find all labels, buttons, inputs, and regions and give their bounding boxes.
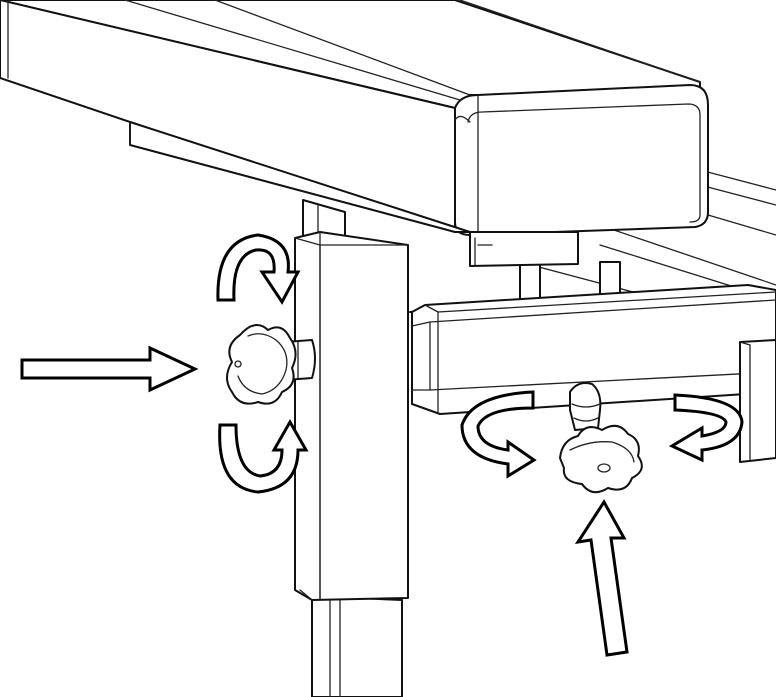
right-bracket	[739, 339, 776, 463]
bench-top	[0, 0, 709, 267]
cross-beam	[409, 261, 776, 415]
push-arrow-left	[20, 345, 199, 393]
rotate-arrow-bottom-left	[460, 390, 537, 479]
front-leg	[294, 231, 409, 601]
rotate-arrow-side-top	[216, 233, 301, 305]
leg-lower	[311, 595, 403, 697]
bottom-knob	[559, 382, 643, 494]
push-arrow-bottom	[574, 499, 629, 657]
rotate-arrow-bottom-right	[668, 393, 744, 463]
rotate-arrow-side-bottom	[218, 418, 309, 494]
side-knob	[226, 324, 316, 405]
